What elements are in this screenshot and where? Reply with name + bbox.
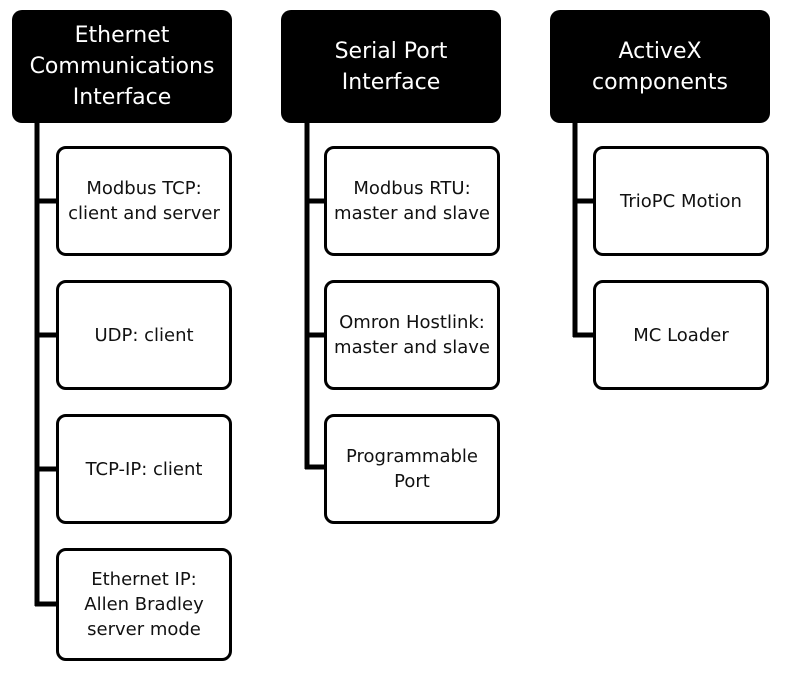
box-mc-loader: MC Loader <box>593 280 769 390</box>
box-text-line: UDP: client <box>94 324 194 346</box>
box-programmable-port: Programmable Port <box>324 414 500 524</box>
box-text-line: Allen Bradley <box>84 594 204 615</box>
box-tcp-ip-client: TCP-IP: client <box>56 414 232 524</box>
box-modbus-tcp: Modbus TCP: client and server <box>56 146 232 256</box>
box-text-line: master and slave <box>334 337 490 358</box>
box-text-line: master and slave <box>334 203 490 224</box>
box-text-line: Omron Hostlink: <box>339 312 485 333</box>
box-text-line: TCP-IP: client <box>85 458 203 480</box>
header-line: Communications <box>29 54 215 79</box>
box-text-line: MC Loader <box>633 324 729 346</box>
header-line: ActiveX <box>618 38 702 64</box>
box-omron-hostlink: Omron Hostlink: master and slave <box>324 280 500 390</box>
header-line: Ethernet <box>74 23 170 48</box>
box-udp-client: UDP: client <box>56 280 232 390</box>
box-text-line: Modbus TCP: <box>86 178 202 199</box>
box-triopc-motion: TrioPC Motion <box>593 146 769 256</box>
header-line: Interface <box>72 85 172 110</box>
box-text-line: client and server <box>68 203 220 224</box>
header-line: Interface <box>341 69 441 95</box>
header-line: Serial Port <box>334 38 448 64</box>
box-text-line: Modbus RTU: <box>353 178 471 199</box>
box-modbus-rtu: Modbus RTU: master and slave <box>324 146 500 256</box>
header-activex-components: ActiveX components <box>550 10 770 123</box>
box-ethernet-ip: Ethernet IP: Allen Bradley server mode <box>56 548 232 661</box>
header-serial-port-interface: Serial Port Interface <box>281 10 501 123</box>
box-text-line: TrioPC Motion <box>620 190 742 212</box>
box-text-line: server mode <box>87 619 201 640</box>
header-line: components <box>592 69 728 95</box>
box-text-line: Programmable <box>345 446 478 467</box>
box-text-line: Port <box>394 471 430 492</box>
box-text-line: Ethernet IP: <box>91 569 197 590</box>
header-ethernet-communications-interface: Ethernet Communications Interface <box>12 10 232 123</box>
